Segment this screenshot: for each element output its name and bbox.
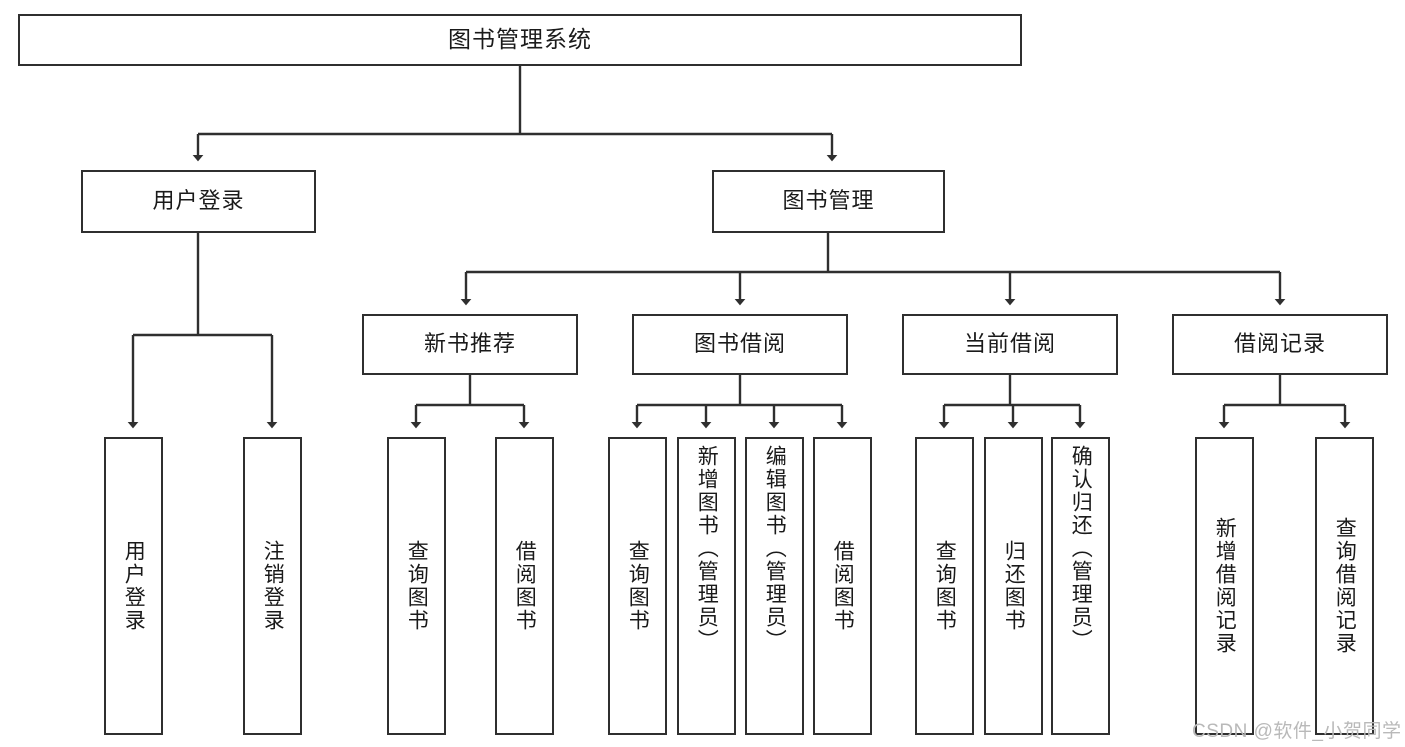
leaf-label: 用户登录 — [122, 540, 146, 632]
leaf-label: 借阅图书 — [513, 540, 537, 632]
leaf-label: 查询借阅记录 — [1333, 517, 1357, 655]
leaf-book-borrow-query[interactable]: 查询图书 — [608, 437, 667, 735]
leaf-current-borrow-confirm-return[interactable]: 确认归还（管理员） — [1051, 437, 1110, 735]
leaf-label: 确认归还（管理员） — [1069, 445, 1093, 652]
leaf-label: 新增图书（管理员） — [695, 445, 719, 652]
leaf-label: 编辑图书（管理员） — [763, 445, 787, 652]
leaf-label: 归还图书 — [1002, 540, 1026, 632]
leaf-label: 注销登录 — [261, 540, 285, 632]
csdn-watermark: CSDN @软件_小贺同学 — [1192, 721, 1402, 742]
leaf-current-borrow-return[interactable]: 归还图书 — [984, 437, 1043, 735]
node-borrow-record[interactable]: 借阅记录 — [1172, 314, 1388, 375]
node-new-book-recommend[interactable]: 新书推荐 — [362, 314, 578, 375]
node-current-borrow[interactable]: 当前借阅 — [902, 314, 1118, 375]
leaf-borrow-record-add[interactable]: 新增借阅记录 — [1195, 437, 1254, 735]
leaf-borrow-record-query[interactable]: 查询借阅记录 — [1315, 437, 1374, 735]
node-root-system[interactable]: 图书管理系统 — [18, 14, 1022, 66]
leaf-label: 查询图书 — [933, 540, 957, 632]
leaf-label: 借阅图书 — [831, 540, 855, 632]
leaf-user-login-logout[interactable]: 注销登录 — [243, 437, 302, 735]
leaf-book-borrow-borrow[interactable]: 借阅图书 — [813, 437, 872, 735]
leaf-book-borrow-edit[interactable]: 编辑图书（管理员） — [745, 437, 804, 735]
leaf-label: 新增借阅记录 — [1213, 517, 1237, 655]
node-book-borrow[interactable]: 图书借阅 — [632, 314, 848, 375]
leaf-book-borrow-add[interactable]: 新增图书（管理员） — [677, 437, 736, 735]
leaf-user-login-login[interactable]: 用户登录 — [104, 437, 163, 735]
leaf-label: 查询图书 — [405, 540, 429, 632]
node-book-management[interactable]: 图书管理 — [712, 170, 945, 233]
leaf-new-book-query[interactable]: 查询图书 — [387, 437, 446, 735]
leaf-current-borrow-query[interactable]: 查询图书 — [915, 437, 974, 735]
leaf-label: 查询图书 — [626, 540, 650, 632]
node-user-login[interactable]: 用户登录 — [81, 170, 316, 233]
leaf-new-book-borrow[interactable]: 借阅图书 — [495, 437, 554, 735]
